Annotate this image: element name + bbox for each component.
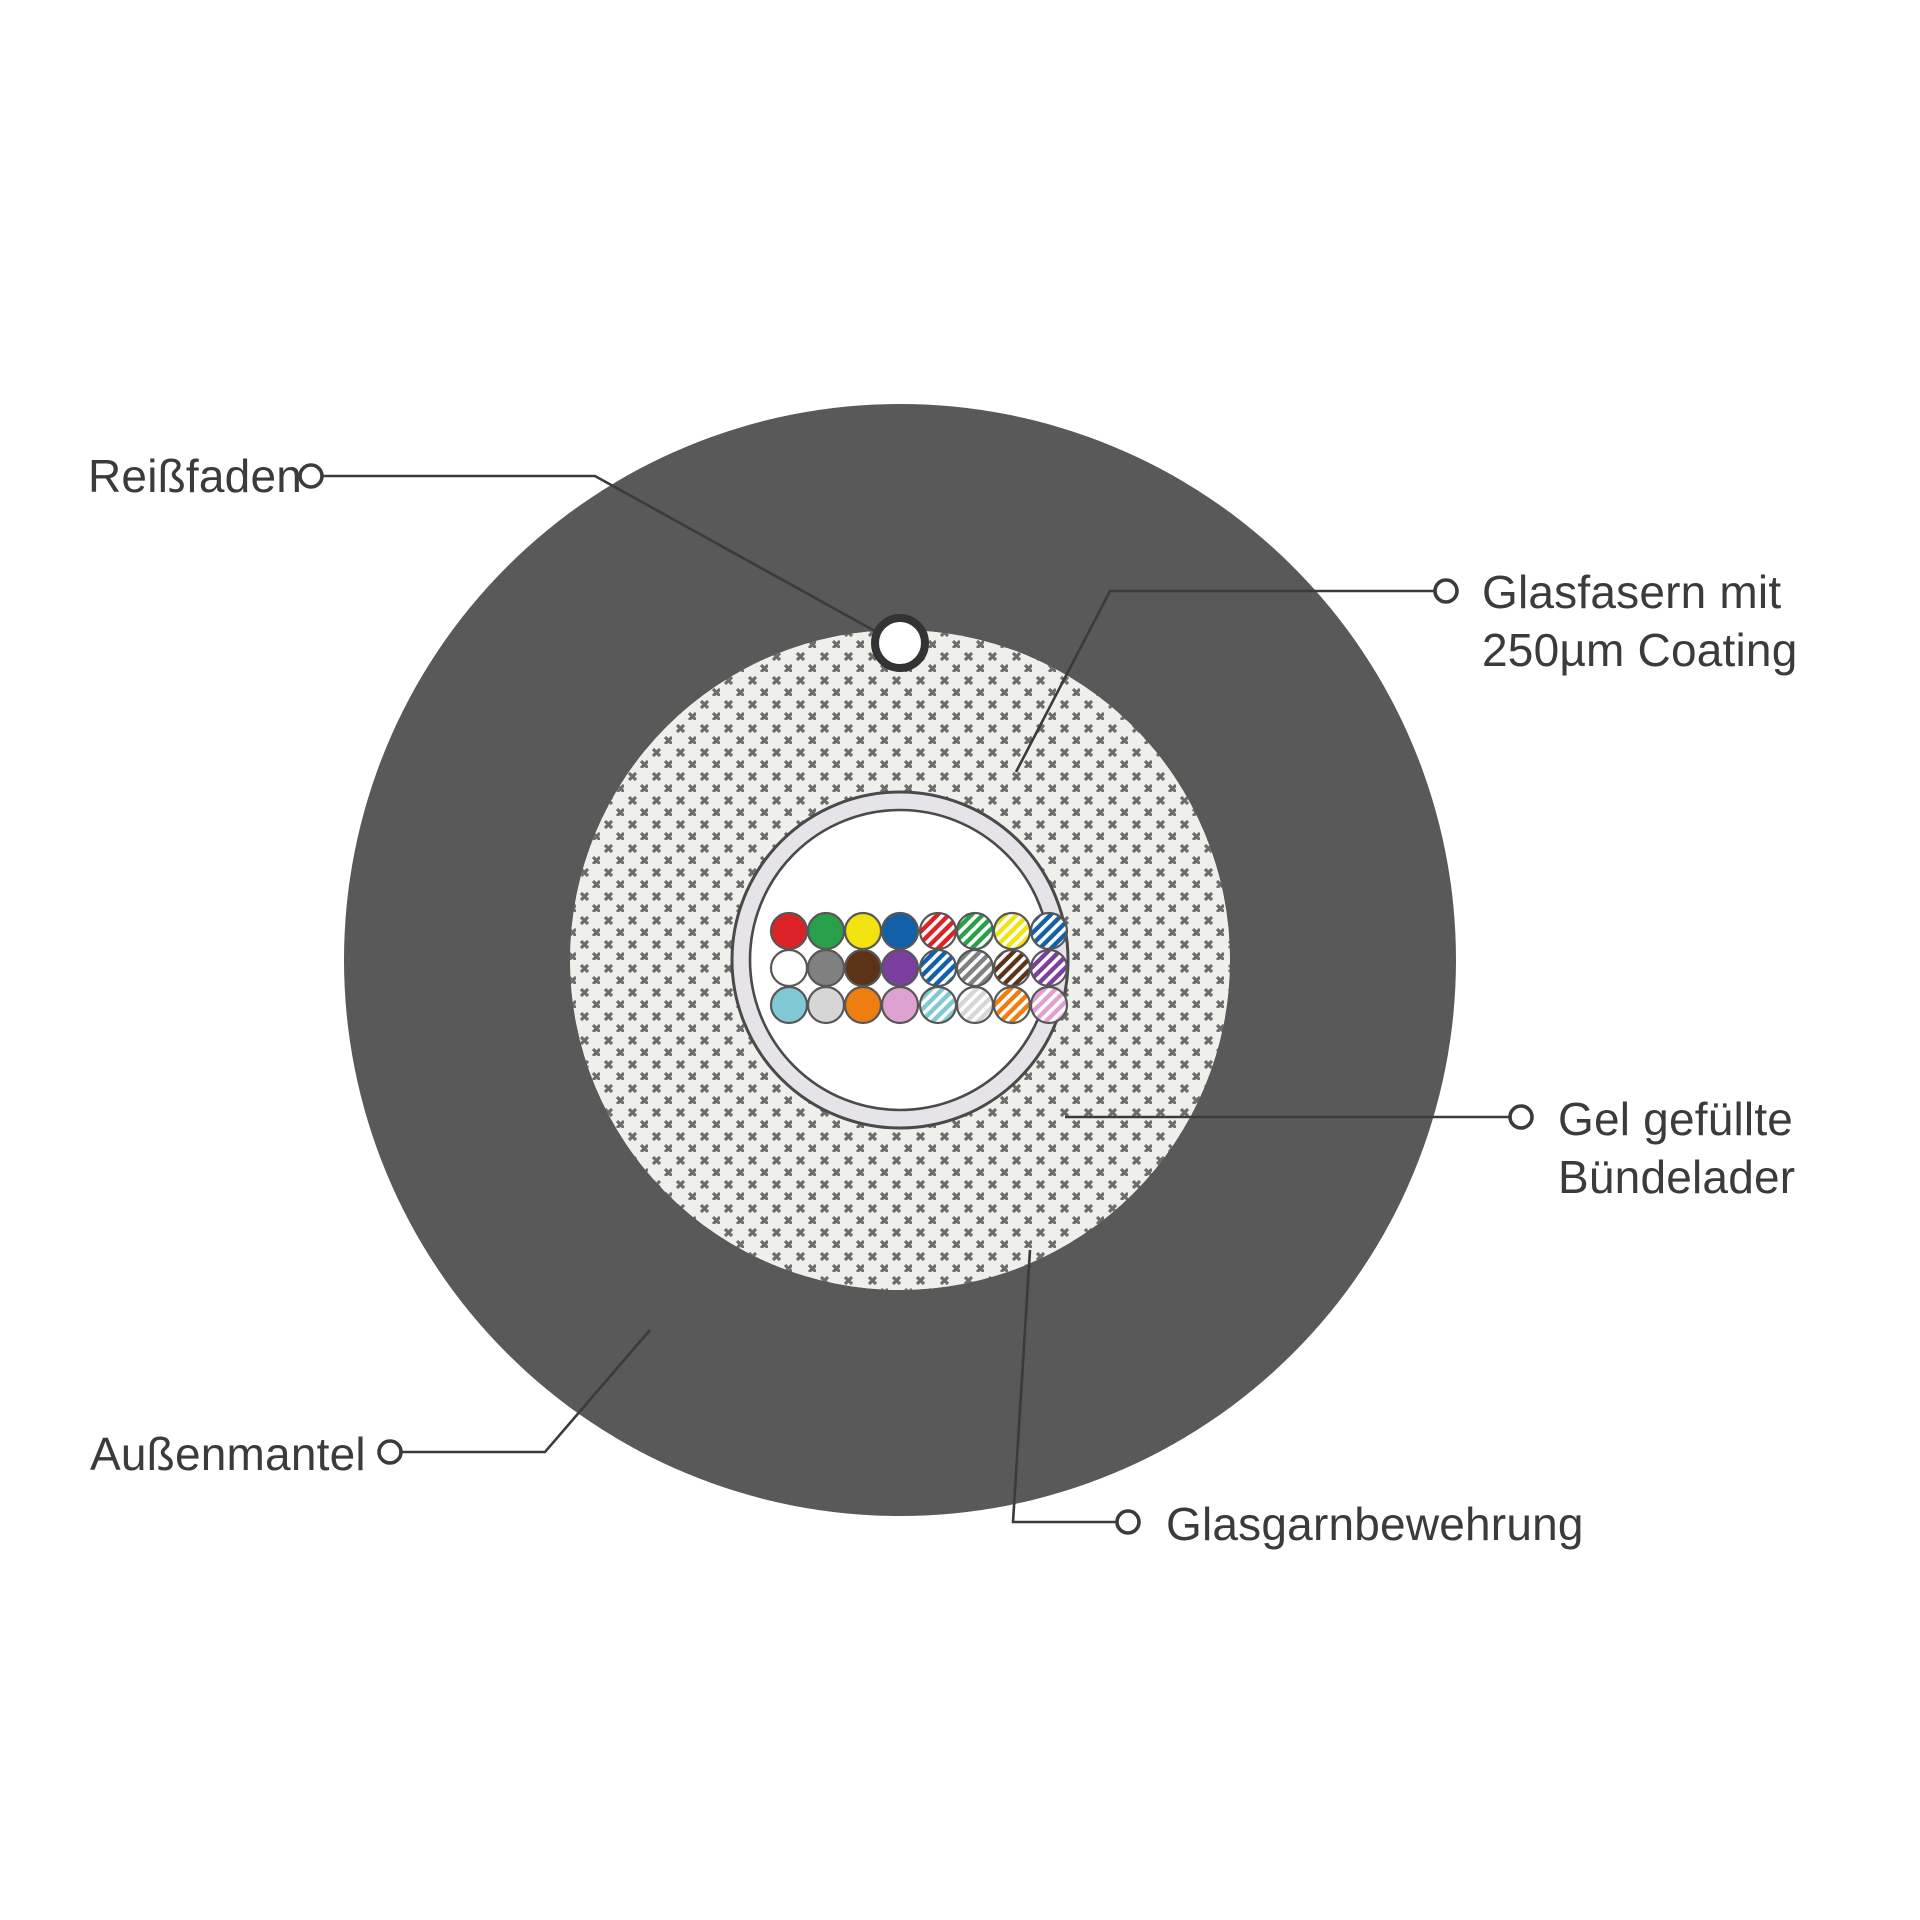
- fiber-hellgrau: [806, 985, 846, 1025]
- fiber-weiss: [769, 948, 809, 988]
- fiber-rot-gestreift: [918, 911, 958, 951]
- fiber-violett: [880, 948, 920, 988]
- leader-endpoint-aussenmantel: [377, 1439, 403, 1465]
- fiber-orange-gestreift: [992, 985, 1032, 1025]
- fiber-gruen: [806, 911, 846, 951]
- label-reissfaden: Reißfaden: [88, 450, 302, 502]
- fiber-tuerkis-gestreift: [918, 985, 958, 1025]
- fiber-violett-gestreift: [1029, 948, 1069, 988]
- fiber-hellgrau-gestreift: [955, 985, 995, 1025]
- leader-line-reissfaden: [322, 474, 901, 647]
- leader-lines: [322, 474, 1510, 1524]
- fiber-tuerkis: [769, 985, 809, 1025]
- leader-endpoint-reissfaden: [298, 463, 324, 489]
- fiber-gelb: [843, 911, 883, 951]
- fiber-rot: [769, 911, 809, 951]
- leader-endpoint-glasgarnbewehrung: [1115, 1509, 1141, 1535]
- fiber-braun-gestreift: [992, 948, 1032, 988]
- leader-line-glasfasern: [1014, 589, 1435, 773]
- fiber-bundle: [769, 911, 1069, 1025]
- fiber-group-striped: [918, 911, 1069, 1025]
- fiber-blau: [880, 911, 920, 951]
- label-aussenmantel: Außenmantel: [90, 1428, 366, 1480]
- leader-endpoint-glasfasern: [1433, 578, 1459, 604]
- fiber-blau-gestreift: [918, 948, 958, 988]
- fiber-rosa: [880, 985, 920, 1025]
- fiber-gruen-gestreift: [955, 911, 995, 951]
- leader-endpoint-buendelader: [1508, 1104, 1534, 1130]
- label-glasgarnbewehrung: Glasgarnbewehrung: [1166, 1498, 1584, 1550]
- ripcord-icon: [871, 614, 929, 672]
- fiber-grau-gestreift: [955, 948, 995, 988]
- fiber-braun: [843, 948, 883, 988]
- fiber-orange: [843, 985, 883, 1025]
- leader-line-glasgarnbewehrung: [1011, 1249, 1117, 1524]
- leader-line-aussenmantel: [401, 1329, 651, 1454]
- fiber-rosa-gestreift: [1029, 985, 1069, 1025]
- fiber-gelb-gestreift: [992, 911, 1032, 951]
- leader-endpoints: [298, 463, 1534, 1535]
- fiber-group-solid: [769, 911, 920, 1025]
- fiber-blau-gestreift: [1029, 911, 1069, 951]
- fiber-grau: [806, 948, 846, 988]
